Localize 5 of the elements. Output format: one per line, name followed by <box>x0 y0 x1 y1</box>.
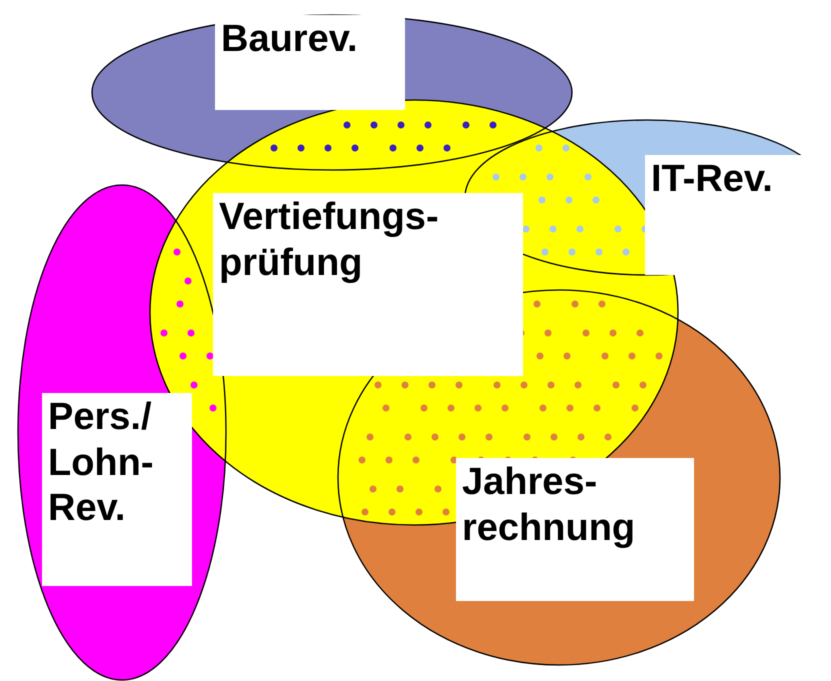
region-label: Jahres- rechnung <box>456 458 694 601</box>
region-label: Baurev. <box>215 15 405 110</box>
region-label: Vertiefungs- prüfung <box>213 193 523 376</box>
region-label: IT-Rev. <box>645 155 831 275</box>
region-label: Pers./ Lohn- Rev. <box>42 393 192 586</box>
